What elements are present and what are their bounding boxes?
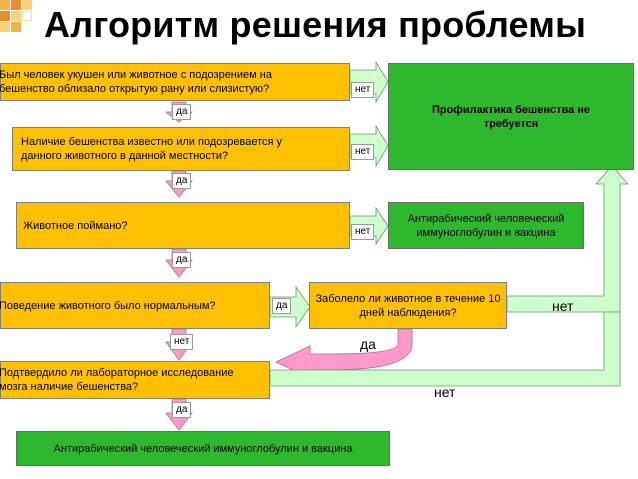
- result-immunoglobulin-vaccine-text: Антирабический человеческий иммуноглобул…: [407, 212, 565, 239]
- label-da-3: да: [172, 252, 192, 268]
- corner-decoration: [0, 0, 44, 44]
- arrow-up-net-1: [506, 165, 629, 313]
- label-da-1: да: [172, 104, 192, 120]
- result-no-prophylaxis: Профилактика бешенства не требуется: [388, 63, 634, 170]
- question-lab-confirmed-text: Подтвердило ли лабораторное исследование…: [0, 367, 234, 393]
- result-final-treatment-text: Антирабический человеческий иммуноглобул…: [53, 442, 353, 455]
- arrow-up-net-2: [269, 311, 621, 387]
- label-net-sick: нет: [552, 298, 574, 314]
- question-behavior-normal: Поведение животного было нормальным?: [0, 282, 270, 329]
- label-da-sick: да: [360, 336, 376, 352]
- question-animal-caught: Животное поймано?: [16, 202, 350, 249]
- label-net-1: нет: [351, 82, 375, 98]
- result-immunoglobulin-vaccine: Антирабический человеческий иммуноглобул…: [388, 202, 584, 249]
- question-animal-caught-text: Животное поймано?: [23, 219, 128, 232]
- label-net-lab: нет: [434, 384, 456, 400]
- question-rabies-known: Наличие бешенства известно или подозрева…: [12, 127, 350, 171]
- page-title: Алгоритм решения проблемы: [44, 4, 587, 45]
- question-rabies-known-text: Наличие бешенства известно или подозрева…: [21, 136, 283, 162]
- question-bite: Был человек укушен или животное с подозр…: [0, 63, 350, 101]
- question-lab-confirmed: Подтвердило ли лабораторное исследование…: [0, 361, 270, 399]
- label-da-2: да: [172, 173, 192, 189]
- question-sick-10-days: Заболело ли животное в течение 10 дней н…: [309, 282, 507, 329]
- question-behavior-normal-text: Поведение животного было нормальным?: [0, 299, 216, 312]
- question-bite-text: Был человек укушен или животное с подозр…: [0, 69, 272, 95]
- label-da-behavior: да: [272, 298, 292, 314]
- result-final-treatment: Антирабический человеческий иммуноглобул…: [16, 431, 390, 466]
- label-net-3: нет: [351, 224, 375, 240]
- result-no-prophylaxis-text: Профилактика бешенства не требуется: [431, 103, 591, 130]
- label-net-4: нет: [170, 334, 194, 350]
- label-da-5: да: [172, 402, 192, 418]
- label-net-2: нет: [351, 144, 375, 160]
- question-sick-10-days-text: Заболело ли животное в течение 10 дней н…: [315, 292, 501, 319]
